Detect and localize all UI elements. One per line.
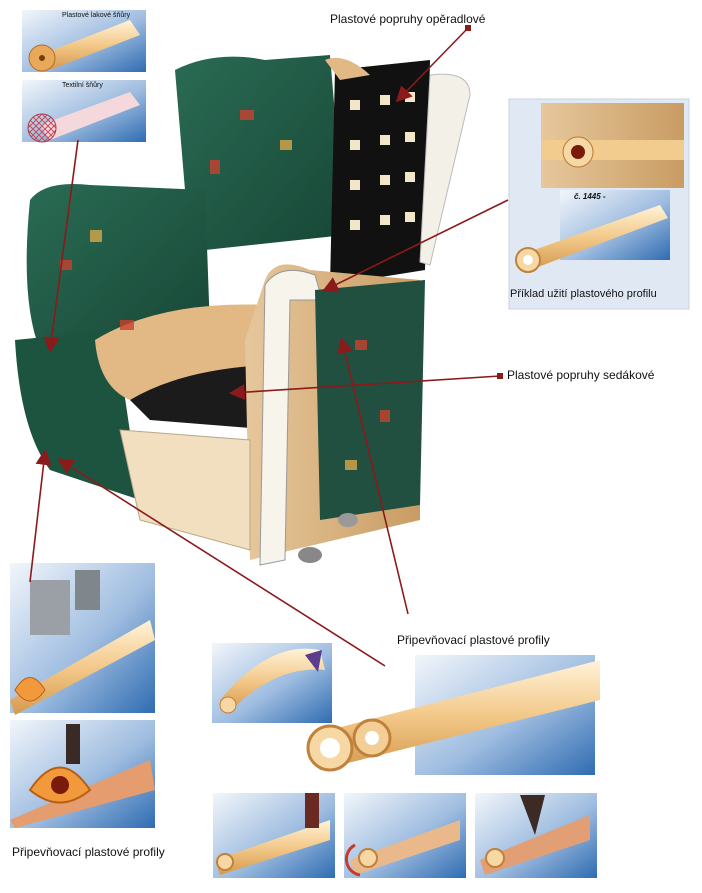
profile-step-panel-1 <box>213 793 335 878</box>
label-seat-straps: Plastové popruhy sedákové <box>507 368 655 382</box>
label-backrest-straps: Plastové popruhy opěradlové <box>330 12 486 26</box>
example-profile-panel <box>508 98 690 310</box>
arrow-fastening-right-chair <box>57 458 386 667</box>
arrow-seat-straps <box>228 375 501 401</box>
label-swatch-textile-cord: Textilní šňůry <box>62 82 103 89</box>
label-example-use: Příklad užití plastového profilu <box>510 288 657 300</box>
swatch-textile-cord <box>22 80 146 143</box>
label-swatch-plastic-cord: Plastové lakové šňůry <box>62 12 131 19</box>
profile-large-panel <box>306 655 600 775</box>
arrow-backrest-straps <box>395 27 469 103</box>
label-profile-number: č. 1445 - <box>574 192 606 201</box>
callout-arrows <box>29 27 509 667</box>
arrow-fastening-right-up <box>337 336 409 615</box>
label-fastening-profiles-left: Připevňovací plastové profily <box>12 845 165 859</box>
profile-step-panel-3 <box>475 793 597 878</box>
profile-mount-panel-top <box>10 563 155 715</box>
profile-mount-panel-bottom <box>10 720 155 828</box>
profile-step-panel-2 <box>344 793 466 878</box>
profile-small-panel <box>212 643 332 723</box>
label-fastening-profiles-right: Připevňovací plastové profily <box>397 633 550 647</box>
arrow-swatch-to-chair <box>43 139 79 354</box>
swatch-plastic-cord <box>22 10 146 72</box>
arrow-example-profile <box>322 199 509 292</box>
arrow-fastening-left-up <box>29 448 52 583</box>
